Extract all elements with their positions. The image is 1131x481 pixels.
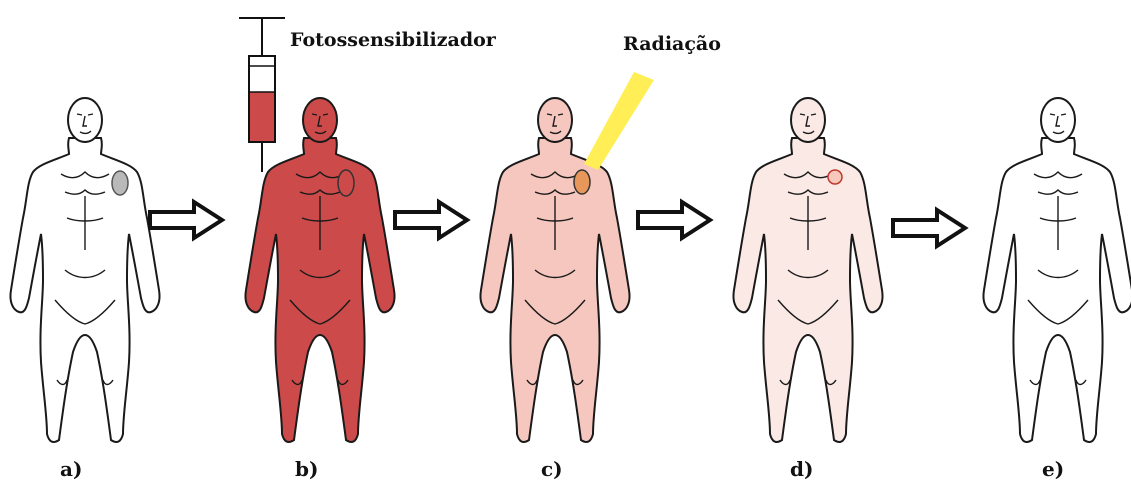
light-beam-icon	[584, 72, 654, 170]
syringe-icon	[239, 18, 285, 172]
lesion-spot	[112, 171, 128, 195]
panel-label-e: e)	[1042, 457, 1064, 481]
panel-label-b: b)	[295, 457, 318, 481]
panel-label-c: c)	[541, 457, 563, 481]
lesion-spot	[338, 170, 354, 196]
right-arrow-icon	[395, 202, 467, 238]
figure-panel-e	[983, 98, 1131, 442]
radiation-label: Radiação	[623, 33, 721, 55]
right-arrow-icon	[893, 210, 965, 246]
figure-panel-b	[245, 98, 394, 442]
lesion-spot	[828, 170, 842, 184]
panel-label-a: a)	[60, 457, 82, 481]
right-arrow-icon	[638, 202, 710, 238]
panel-label-d: d)	[790, 457, 813, 481]
human-figure	[10, 98, 159, 442]
lesion-spot	[574, 170, 590, 194]
right-arrow-icon	[150, 202, 222, 238]
figure-panel-a	[10, 98, 159, 442]
human-figure	[983, 98, 1131, 442]
figure-panel-d	[733, 98, 882, 442]
human-figure	[245, 98, 394, 442]
human-figure	[733, 98, 882, 442]
photosensitizer-label: Fotossensibilizador	[290, 29, 497, 51]
